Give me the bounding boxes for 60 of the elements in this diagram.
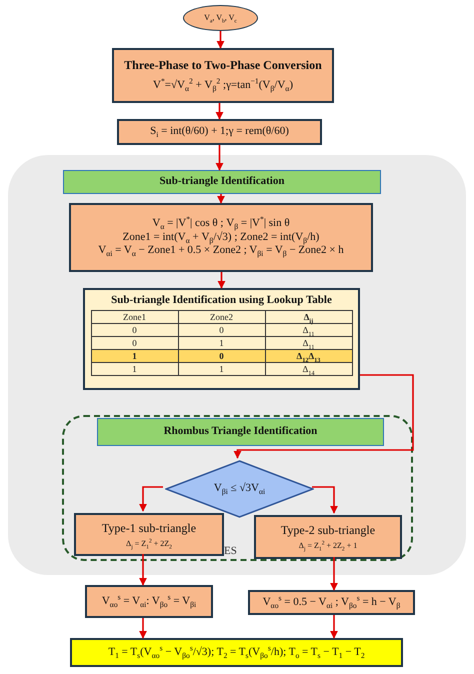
table-cell: 0: [91, 323, 178, 336]
table-cell: Zone1: [91, 310, 178, 324]
arrow: [139, 554, 147, 586]
table-cell: Zone2: [178, 310, 265, 324]
partial-text: ES: [224, 545, 237, 557]
decision-diamond: [165, 460, 314, 518]
box-title: Type-2 sub-triangle: [280, 523, 376, 538]
box-title: Rhombus Triangle Identification: [164, 425, 318, 439]
formula-text: Δ$_{j}$ = Z$_{1}$$^{2}$ + 2Z$_{2}$: [126, 538, 172, 548]
background-panel: [8, 155, 466, 575]
arrow: [330, 615, 338, 639]
box-title: Sub-triangle Identification: [160, 175, 284, 189]
box-title: Three-Phase to Two-Phase Conversion: [124, 58, 322, 74]
table-cell: 1: [91, 362, 178, 376]
formula-text: Zone1 = int(V$_{α}$ + V$_{β}$/√3) ; Zone2 = int(V$_{β}$/h): [122, 230, 320, 244]
arrow: [216, 31, 224, 49]
process-box: [85, 585, 213, 618]
box-title: Sub-triangle Identification using Lookup Table: [111, 294, 332, 308]
arrow: [216, 145, 224, 171]
table-cell: Δ$_{12}$Δ$_{13}$: [265, 349, 352, 362]
table-cell: Δ$_{ij}$: [265, 310, 352, 324]
table-cell: Δ$_{11}$: [265, 323, 352, 336]
table-cell: 1: [178, 336, 265, 350]
table-cell: 1: [178, 362, 265, 376]
box-title: Type-1 sub-triangle: [102, 520, 196, 536]
table-cell: 0: [91, 336, 178, 350]
formula-text: V$_{αi}$ = V$_{α}$ − Zone1 + 0.5 × Zone2 ; V$_{βi}$ = V$_{β}$ − Zone2 × h: [98, 244, 344, 258]
process-box: [117, 119, 322, 145]
formula-text: Δ$_{j}$ = Z$_{1}$$^{2}$ + 2Z$_{2}$ + 1: [298, 541, 358, 551]
process-box: [112, 48, 334, 103]
process-box: [254, 515, 402, 559]
header-bar: [63, 170, 381, 194]
arrow: [139, 486, 163, 512]
table-cell: 1: [91, 349, 178, 362]
arrow: [217, 194, 225, 204]
table-cell: 0: [178, 349, 265, 362]
arrow: [330, 557, 338, 591]
formula-text: V$^{*}$=√V$_{α}$$^{2}$ + V$_{β}$$^{2}$ ;γ=tan$^{−1}$(V$_{β}$/V$_{α}$): [152, 79, 293, 93]
process-box: [69, 203, 373, 272]
dashed-group-box: [62, 415, 413, 561]
arrow: [139, 618, 147, 639]
arrow: [312, 486, 338, 514]
formula-text: V$_{βi}$ ≤ √3V$_{αi}$: [214, 482, 266, 496]
process-box: [74, 513, 224, 556]
result-box: [70, 638, 403, 667]
formula-text: S$_{i}$ = int(θ/60) + 1;γ = rem(θ/60): [150, 125, 289, 139]
table-panel: [83, 288, 360, 390]
input-text: V$_{a}$, V$_{b}$, V$_{c}$: [204, 13, 237, 23]
process-box: [248, 590, 415, 615]
header-bar: [97, 418, 384, 446]
arrow: [218, 272, 226, 289]
table-cell: Δ$_{11}$: [265, 336, 352, 350]
table-cell: Δ$_{14}$: [265, 362, 352, 376]
formula-text: V$_{α}$ = |V$^{*}$| cos θ ; V$_{β}$ = |V$^{*}$| sin θ: [152, 216, 290, 231]
arrow: [234, 374, 414, 459]
formula-text: T$_{1}$ = T$_{s}$(V$_{αo}$$^{s}$ − V$_{βo}$$^{s}$/√3); T$_{2}$ = T$_{s}$(V$_{βo}$$^{s}$/h); T$_{o}$ = T$_{s}$ − T$_{1}$ − T$_{2}$: [108, 646, 365, 660]
formula-text: V$_{αo}$$^{s}$ = V$_{αi}$: V$_{βo}$$^{s}$ = V$_{βi}$: [102, 594, 196, 608]
formula-text: V$_{αo}$$^{s}$ = 0.5 − V$_{αi}$ ; V$_{βo}$$^{s}$ = h − V$_{β}$: [262, 596, 400, 610]
table-cell: 0: [178, 323, 265, 336]
arrow: [216, 103, 224, 120]
